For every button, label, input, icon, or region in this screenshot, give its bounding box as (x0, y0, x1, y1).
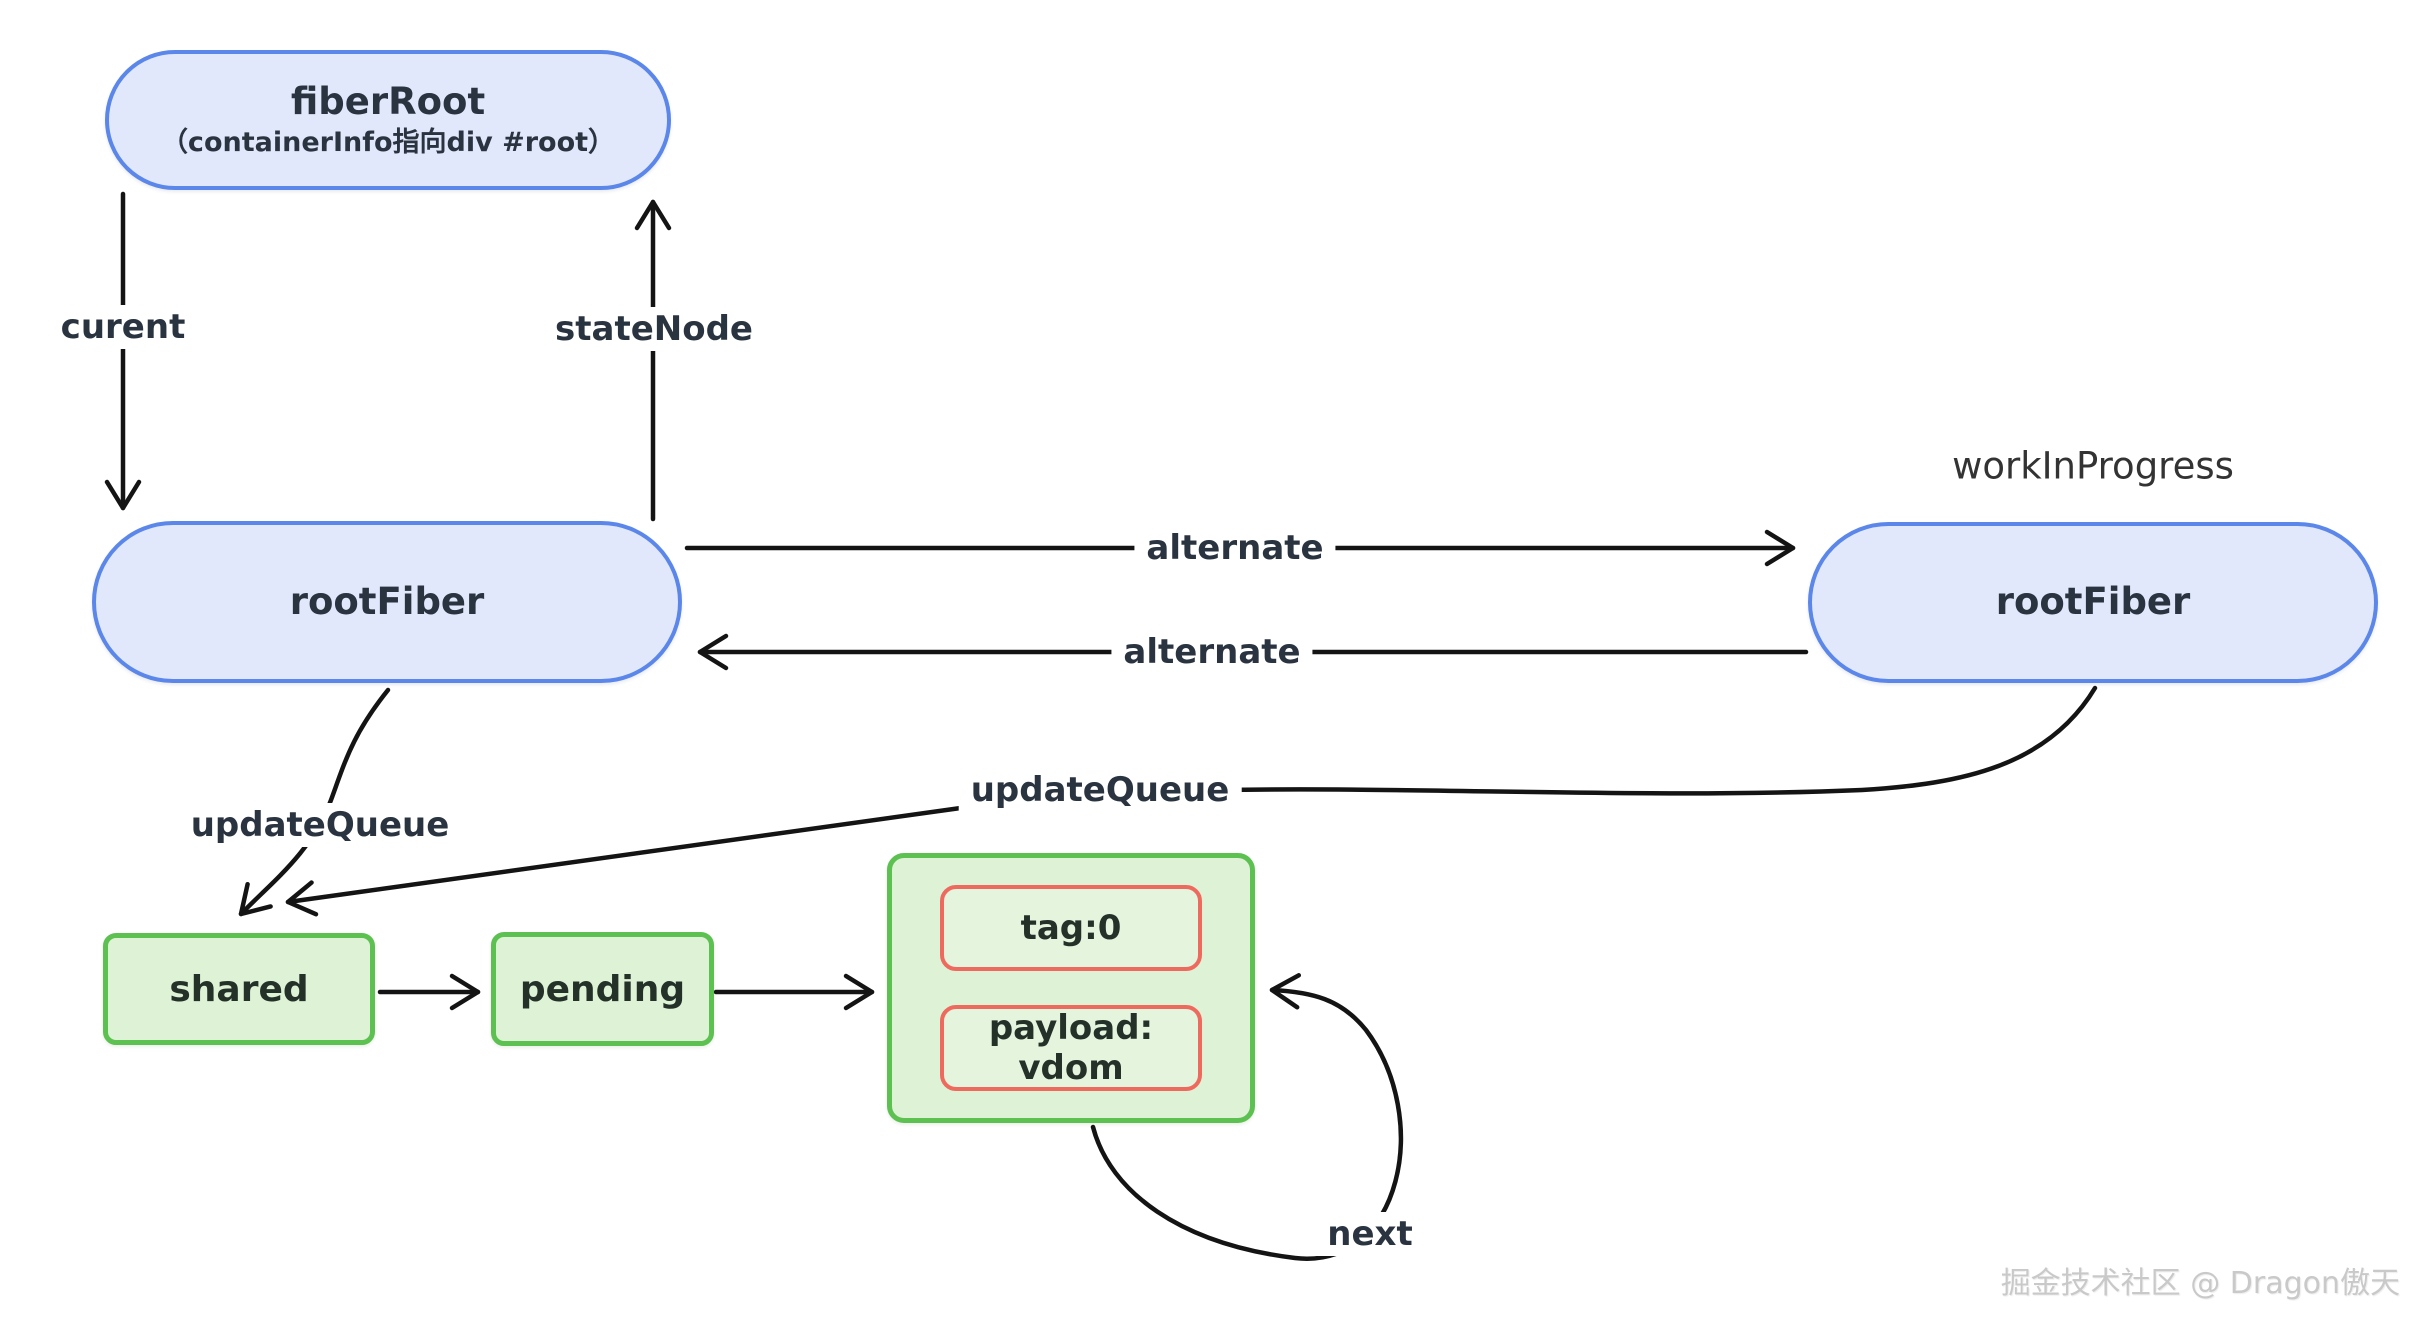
node-pending-title: pending (519, 968, 686, 1010)
node-fiber-root: fiberRoot （containerInfo指向div #root） (105, 50, 671, 190)
node-root-fiber-wip-title: rootFiber (1995, 580, 2191, 624)
node-root-fiber-current: rootFiber (92, 521, 682, 683)
node-update-tag: tag:0 (940, 885, 1202, 971)
edge-label-curent: curent (48, 305, 198, 349)
node-update-object: tag:0 payload: vdom (887, 853, 1255, 1123)
edge-updatequeue-current-arrow (238, 687, 391, 917)
work-in-progress-caption: workInProgress (1952, 444, 2234, 488)
node-root-fiber-current-title: rootFiber (289, 579, 485, 623)
edge-label-updatequeue-wip: updateQueue (958, 768, 1242, 812)
node-shared-title: shared (169, 968, 309, 1010)
edge-label-updatequeue-current: updateQueue (178, 803, 462, 847)
edge-label-next: next (1315, 1212, 1425, 1256)
edge-label-alternate-top: alternate (1134, 526, 1336, 570)
node-root-fiber-wip: rootFiber (1808, 522, 2378, 683)
edge-label-statenode: stateNode (543, 307, 765, 351)
node-fiber-root-subtitle: （containerInfo指向div #root） (160, 126, 616, 158)
edge-label-alternate-bottom: alternate (1111, 630, 1313, 674)
node-shared: shared (103, 933, 375, 1045)
node-fiber-root-title: fiberRoot (290, 80, 486, 124)
watermark: 掘金技术社区 @ Dragon傲天 (2000, 1266, 2400, 1301)
node-update-payload: payload: vdom (940, 1005, 1202, 1091)
node-pending: pending (491, 932, 714, 1046)
